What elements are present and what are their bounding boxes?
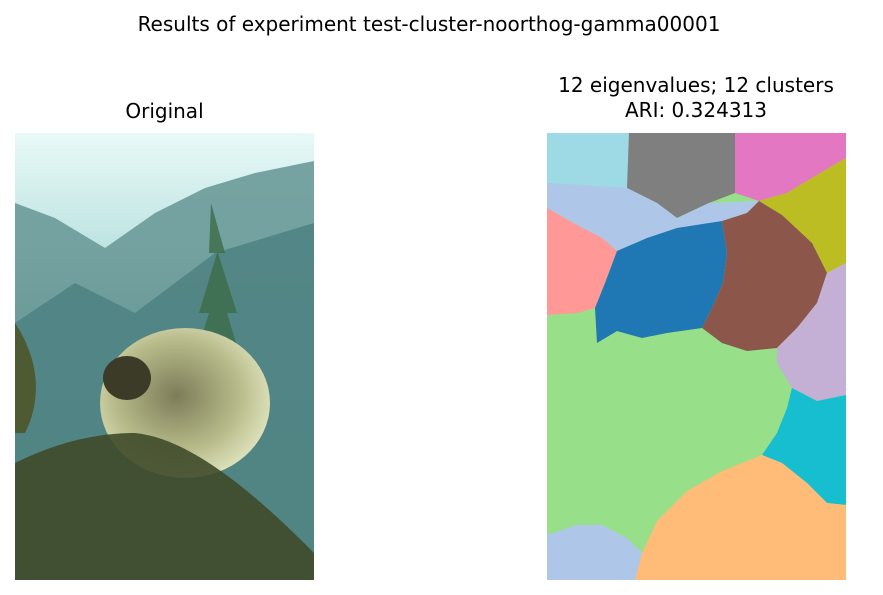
cluster-orange <box>635 455 846 580</box>
porcupine-head <box>103 356 151 400</box>
cluster-olive <box>759 158 846 273</box>
cluster-lavender <box>777 263 846 401</box>
cluster-cyan <box>762 388 846 505</box>
cluster-light-cyan <box>547 133 629 188</box>
original-image-title: Original <box>125 99 204 123</box>
cluster-blue <box>595 221 727 343</box>
figure-title: Results of experiment test-cluster-noort… <box>137 12 721 36</box>
branch-left <box>15 323 36 433</box>
segmentation-title-line1: 12 eigenvalues; 12 clusters <box>558 73 834 97</box>
segmentation-title: 12 eigenvalues; 12 clusters ARI: 0.32431… <box>500 73 883 123</box>
cluster-map <box>547 133 846 580</box>
cluster-light-blue-bottom <box>547 525 642 580</box>
fir-branch <box>15 433 314 580</box>
cluster-salmon <box>547 208 617 315</box>
cluster-gray <box>627 133 735 218</box>
cluster-light-blue-top <box>547 183 759 251</box>
original-photo <box>15 133 314 580</box>
segmentation-title-line2: ARI: 0.324313 <box>624 98 767 122</box>
cluster-pink <box>735 133 846 201</box>
cluster-brown <box>702 201 827 351</box>
